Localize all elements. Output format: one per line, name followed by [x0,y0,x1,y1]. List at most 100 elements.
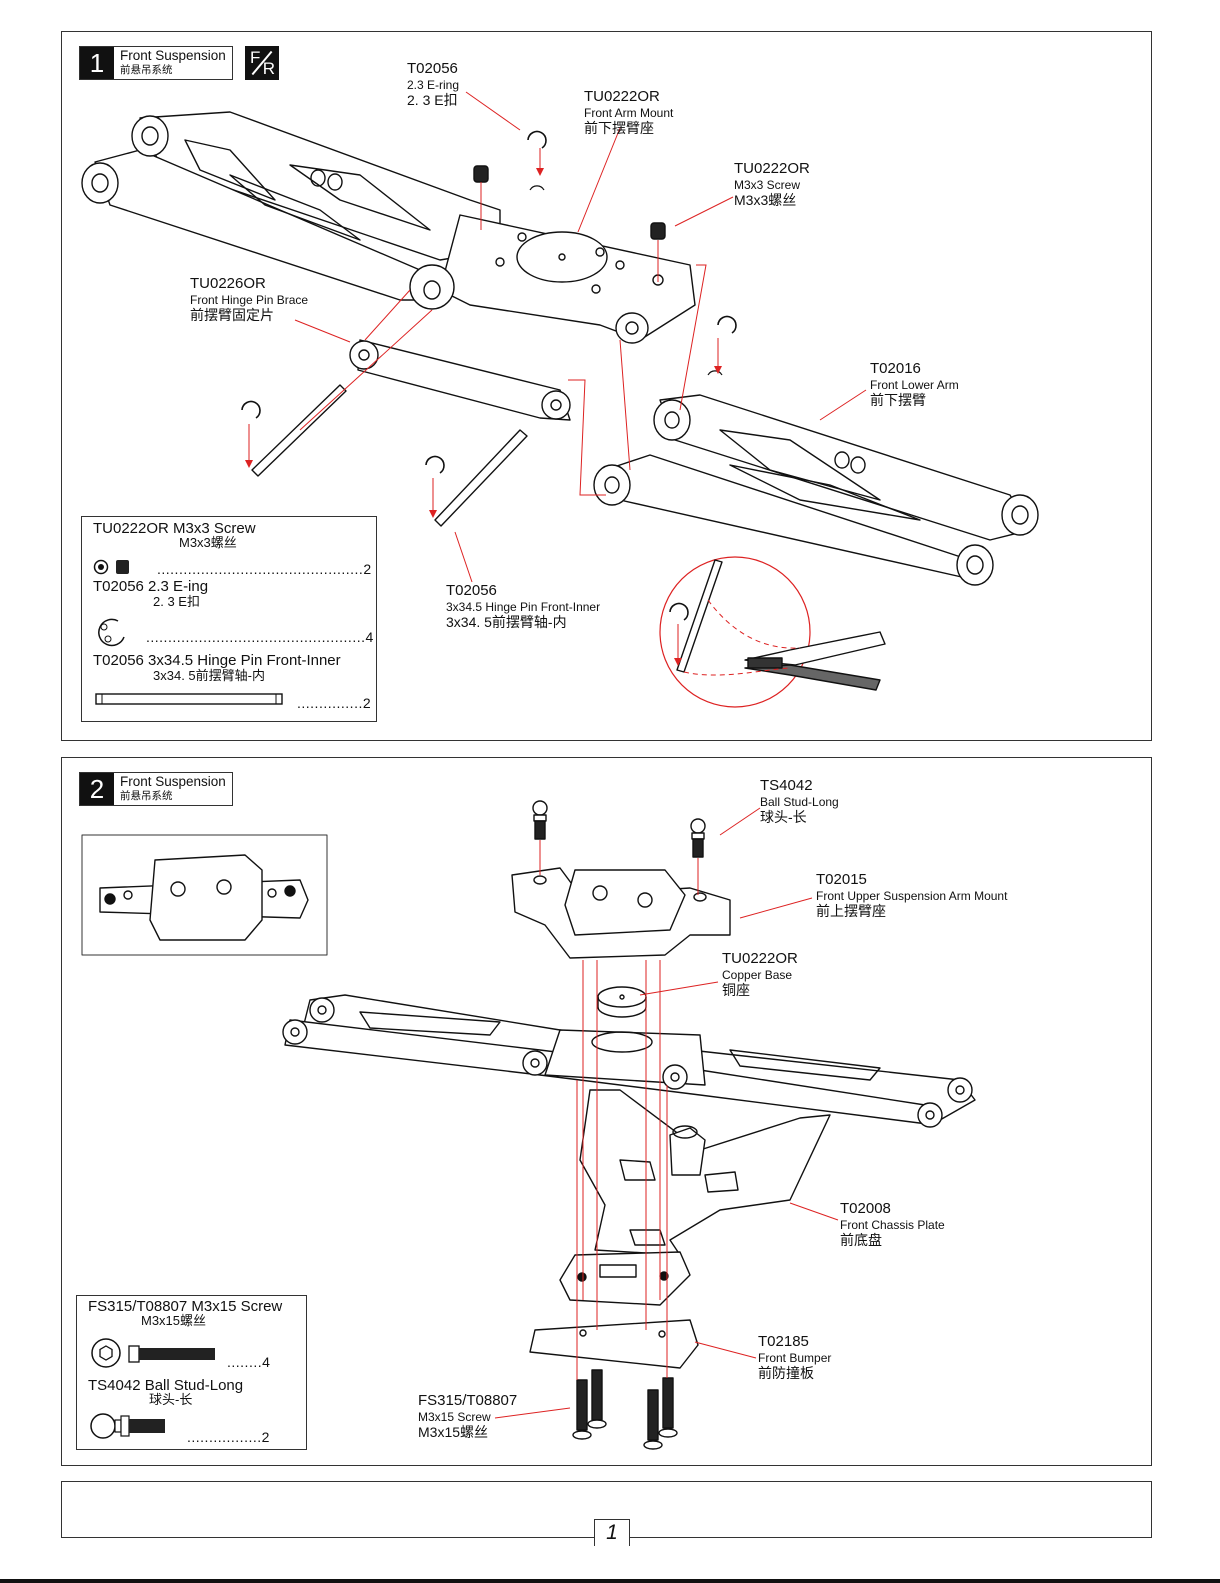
part-5-dots: ................. [187,1429,262,1445]
callout-cn: M3x3螺丝 [734,192,797,209]
callout-code: T02056 [407,60,458,77]
part-1-cn: M3x3螺丝 [179,535,237,550]
step-2-badge: 2 Front Suspension 前悬吊系统 [79,772,233,806]
callout-hinge-pin: T02056 3x34.5 Hinge Pin Front-Inner 3x34… [446,582,600,631]
callout-cn: 前摆臂固定片 [190,307,274,324]
callout-code: TS4042 [760,777,813,794]
part-2-qty: ........................................… [146,629,374,645]
callout-en: Copper Base [722,968,793,982]
callout-en: Front Chassis Plate [840,1218,945,1232]
part-1-qty: ........................................… [157,561,372,577]
callout-copper-base: TU0222OR Copper Base 铜座 [722,950,798,999]
part-2-qty-value: 4 [365,629,374,645]
callout-en: 3x34.5 Hinge Pin Front-Inner [446,600,601,614]
callout-upper-arm-mount: T02015 Front Upper Suspension Arm Mount … [816,871,1007,920]
callout-code: T02185 [758,1333,809,1350]
callout-code: TU0222OR [734,160,810,177]
front-hinge-pin-brace [349,339,571,421]
part-4-name: FS315/T08807 M3x15 Screw [88,1298,283,1315]
callout-front-arm-mount: TU0222OR Front Arm Mount 前下摆臂座 [584,88,673,137]
part-5-cn: 球头-长 [149,1392,193,1407]
callout-cn: 前防撞板 [758,1365,814,1382]
m3x3-screw-icon [93,559,129,575]
part-4-qty: ........4 [227,1354,270,1370]
callout-en: M3x3 Screw [734,178,801,192]
ball-stud-2 [690,818,706,858]
callout-front-chassis-plate: T02008 Front Chassis Plate 前底盘 [840,1200,945,1249]
callout-en: 2.3 E-ring [407,78,460,92]
step-2-title-cn: 前悬吊系统 [120,790,173,802]
part-3-cn: 3x34. 5前摆臂轴-内 [153,668,265,683]
front-upper-suspension-arm-mount [511,867,731,959]
m3x15-screws [572,1369,678,1450]
callout-code: T02015 [816,871,867,888]
callout-cn: 2. 3 E扣 [407,92,458,109]
callout-en: Ball Stud-Long [760,795,839,809]
ball-stud-1 [532,800,548,840]
callout-front-lower-arm: T02016 Front Lower Arm 前下摆臂 [870,360,959,409]
callout-code: FS315/T08807 [418,1392,518,1409]
part-3-name: T02056 3x34.5 Hinge Pin Front-Inner [93,652,341,669]
callout-en: Front Arm Mount [584,106,674,120]
callout-hinge-pin-brace: TU0226OR Front Hinge Pin Brace 前摆臂固定片 [190,275,308,324]
callout-cn: 前上摆臂座 [816,903,886,920]
page-number: 1 [594,1519,630,1546]
part-4-cn: M3x15螺丝 [141,1313,207,1328]
callout-code: T02008 [840,1200,891,1217]
part-1-name: TU0222OR M3x3 Screw [93,520,256,537]
callout-code: T02016 [870,360,921,377]
detail-zoom-circle [659,556,811,708]
orientation-rear: R [262,59,275,78]
lower-arm-assembly [282,994,976,1128]
step-2-title-en: Front Suspension [120,774,226,789]
step-1-diagram [81,91,1039,708]
callout-m3x15-screw: FS315/T08807 M3x15 Screw M3x15螺丝 [418,1392,517,1441]
step-1-parts-box: TU0222OR M3x3 Screw M3x3螺丝 .............… [81,516,377,722]
callout-ball-stud-long: TS4042 Ball Stud-Long 球头-长 [760,777,839,826]
front-lower-arm-right [593,394,1039,586]
callout-cn: 前底盘 [840,1232,882,1249]
callout-code: TU0226OR [190,275,266,292]
callout-en: Front Bumper [758,1351,832,1365]
callout-code: TU0222OR [584,88,660,105]
callout-cn: 3x34. 5前摆臂轴-内 [446,614,567,631]
step-1-badge: 1 Front Suspension 前悬吊系统 [79,46,233,80]
callout-code: TU0222OR [722,950,798,967]
orientation-front: F [250,48,261,67]
front-lower-arm-left [81,111,501,301]
front-chassis-plate [579,1089,831,1256]
callout-en: M3x15 Screw [418,1410,491,1424]
step-1-number: 1 [80,47,114,79]
step-2-parts-box: FS315/T08807 M3x15 Screw M3x15螺丝 .......… [76,1295,307,1450]
hinge-pin-1 [251,384,347,477]
part-4-qty-value: 4 [262,1354,271,1370]
callout-en: Front Upper Suspension Arm Mount [816,889,1008,903]
callout-en: Front Lower Arm [870,378,959,392]
part-3-qty: ...............2 [297,695,371,711]
skid-plate [559,1251,691,1306]
callout-cn: M3x15螺丝 [418,1424,489,1441]
inset-top-view [81,834,328,956]
part-1-qty-value: 2 [363,561,372,577]
front-rear-orientation-icon: F R [245,46,279,80]
e-ring-icon [98,618,125,647]
callout-m3x3-screw: TU0222OR M3x3 Screw M3x3螺丝 [734,160,810,209]
part-1-dots: ........................................… [157,561,364,577]
part-2-cn: 2. 3 E扣 [153,594,200,609]
callout-cn: 前下摆臂座 [584,120,654,137]
hinge-pin-icon [95,693,283,705]
bottom-rule [0,1579,1220,1583]
step-1-title-en: Front Suspension [120,48,226,63]
hinge-pin-2 [434,429,528,527]
callout-e-ring: T02056 2.3 E-ring 2. 3 E扣 [407,60,459,109]
ball-stud-icon [90,1413,165,1439]
m3x15-screw-icon [91,1338,215,1368]
step-1-title: Front Suspension 前悬吊系统 [114,47,232,79]
part-5-qty-value: 2 [261,1429,270,1445]
copper-base [597,986,647,1018]
front-bumper-part [529,1319,699,1369]
part-5-name: TS4042 Ball Stud-Long [88,1377,244,1394]
callout-en: Front Hinge Pin Brace [190,293,309,307]
part-3-qty-value: 2 [362,695,372,711]
